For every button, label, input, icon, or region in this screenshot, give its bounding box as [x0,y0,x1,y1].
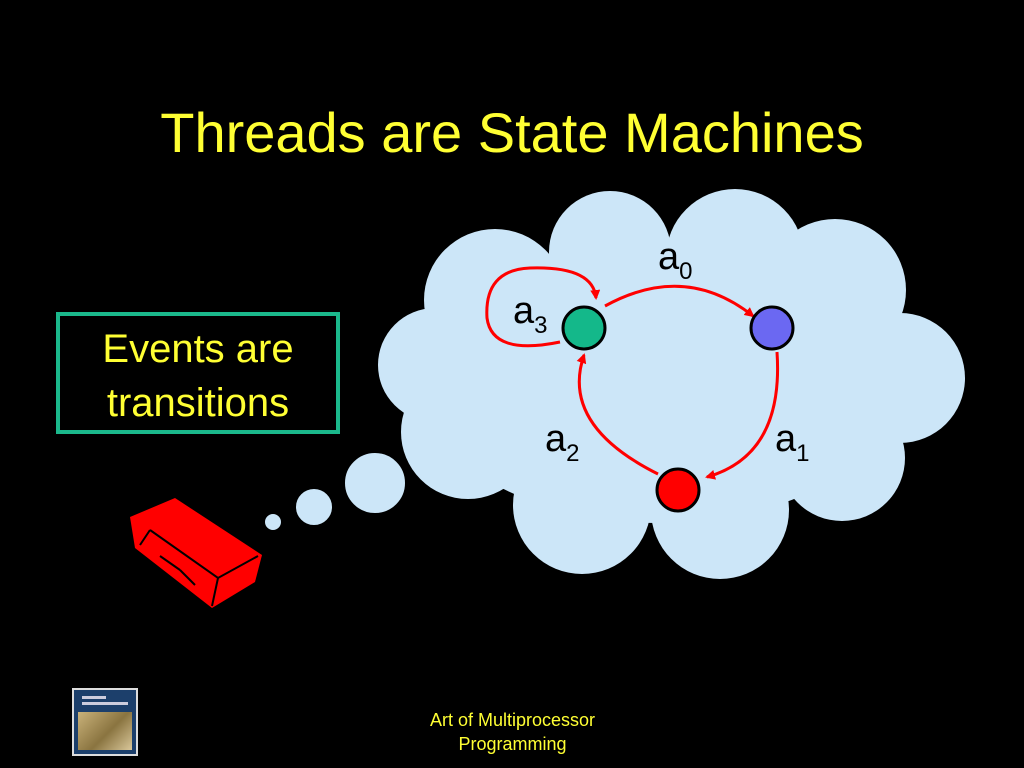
thought-bubble-large [343,451,407,515]
thought-bubble-medium [294,487,334,527]
thought-bubble-small [263,512,283,532]
footer-line-2: Programming [458,734,567,754]
transition-label-a2: a2 [545,418,580,467]
transition-arrow-a1 [705,351,780,480]
book-cover-icon [72,688,138,756]
green-state [561,305,607,351]
red-state [655,467,701,513]
transition-label-a0: a0 [658,236,693,285]
transition-label-a1: a1 [775,418,810,467]
callout-line-2: transitions [106,381,290,425]
transition-arrow-a3 [485,266,601,348]
red-block-icon [130,498,262,608]
transition-label-a3: a3 [513,290,548,339]
footer-line-1: Art of Multiprocessor [429,710,596,730]
transition-arrow-a0 [604,284,755,318]
thought-cloud [375,186,968,582]
transition-arrow-a2 [576,353,659,476]
blue-state [749,305,795,351]
callout-line-1: Events are [102,327,294,371]
footer-text: Art of Multiprocessor Programming [380,708,645,756]
slide-title: Threads are State Machines [160,101,864,164]
events-callout-box: Events are transitions [56,312,340,434]
